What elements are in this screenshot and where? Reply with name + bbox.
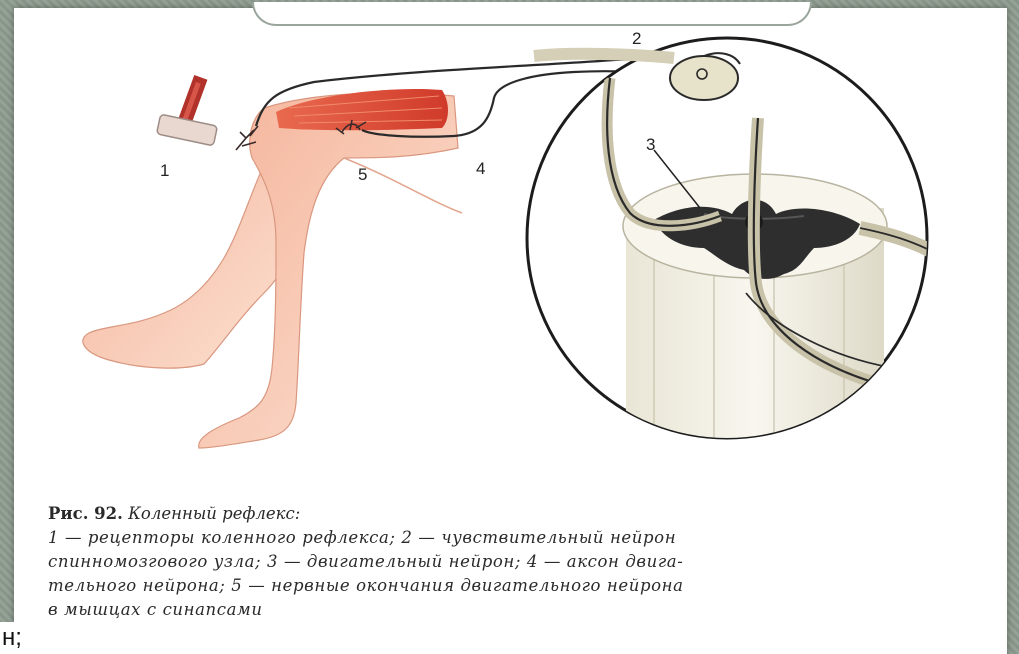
caption-line-3: тельного нейрона; 5 — нервные окончания …: [48, 574, 978, 598]
label-5: 5: [358, 165, 367, 184]
figure-panel: 1 2 3 4 5 Рис. 92. Коленный рефлекс: 1 —…: [14, 8, 1007, 654]
label-4: 4: [476, 159, 485, 178]
figure-caption: Рис. 92. Коленный рефлекс: 1 — рецепторы…: [48, 502, 978, 622]
caption-heading: Рис. 92. Коленный рефлекс:: [48, 502, 978, 526]
legs: [83, 93, 462, 448]
label-1: 1: [160, 161, 169, 180]
reflex-hammer: [157, 75, 218, 146]
label-2: 2: [632, 29, 641, 48]
caption-title: Рис. 92.: [48, 504, 123, 523]
label-3: 3: [646, 135, 655, 154]
knee-reflex-illustration: 1 2 3 4 5: [14, 8, 1007, 498]
caption-line-1: 1 — рецепторы коленного рефлекса; 2 — чу…: [48, 526, 978, 550]
caption-line-4: в мышцах с синапсами: [48, 598, 978, 622]
cut-off-text-fragment: н;: [0, 622, 42, 654]
caption-line-2: спинномозгового узла; 3 — двигательный н…: [48, 550, 978, 574]
caption-name: Коленный рефлекс:: [128, 504, 300, 523]
